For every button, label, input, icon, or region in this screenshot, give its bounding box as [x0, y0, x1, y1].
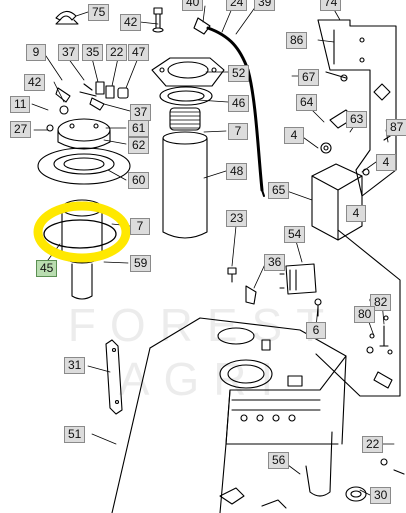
callout-64[interactable]: 64 [296, 94, 318, 111]
callout-39[interactable]: 39 [254, 0, 276, 11]
leader-lines [31, 5, 395, 496]
callout-65[interactable]: 65 [268, 182, 290, 199]
callout-59[interactable]: 59 [130, 255, 152, 272]
strap-31 [105, 339, 123, 415]
callout-37b[interactable]: 37 [130, 104, 152, 121]
fittings-left [46, 81, 129, 132]
callout-45[interactable]: 45 [36, 260, 58, 277]
bowl-gasket-part [37, 147, 131, 185]
callout-48[interactable]: 48 [226, 163, 248, 180]
callout-75[interactable]: 75 [88, 4, 110, 21]
rod-56 [305, 431, 333, 497]
stud-80-82 [366, 325, 393, 389]
callout-4b[interactable]: 4 [376, 154, 396, 171]
callout-11[interactable]: 11 [10, 96, 31, 113]
bowl-head-part [57, 118, 111, 150]
callout-87[interactable]: 87 [386, 119, 406, 136]
callout-86[interactable]: 86 [286, 32, 308, 49]
callout-36[interactable]: 36 [264, 254, 286, 271]
callout-67[interactable]: 67 [298, 69, 320, 86]
callout-42b[interactable]: 42 [24, 74, 46, 91]
solenoid-part [279, 263, 317, 295]
callout-51[interactable]: 51 [64, 426, 86, 443]
bolt-23 [227, 267, 237, 283]
callout-22b[interactable]: 22 [362, 436, 384, 453]
callout-37a[interactable]: 37 [58, 44, 80, 61]
callout-9[interactable]: 9 [26, 44, 46, 61]
filter-element-part [162, 131, 208, 239]
top-clamp-part [55, 10, 79, 25]
callout-60[interactable]: 60 [128, 172, 150, 189]
callout-54[interactable]: 54 [284, 226, 306, 243]
bottom-fittings [219, 458, 405, 509]
callout-4c[interactable]: 4 [346, 205, 366, 222]
callout-24[interactable]: 24 [226, 0, 248, 11]
tank-body-part [111, 317, 347, 513]
hose-part [193, 17, 265, 197]
callout-35[interactable]: 35 [82, 44, 104, 61]
callout-74[interactable]: 74 [320, 0, 342, 11]
filter-cover-part [151, 57, 225, 106]
callout-27[interactable]: 27 [10, 121, 32, 138]
callout-7a[interactable]: 7 [228, 123, 248, 140]
callout-6[interactable]: 6 [306, 322, 326, 339]
callout-61[interactable]: 61 [128, 120, 150, 137]
callout-47[interactable]: 47 [128, 44, 150, 61]
callout-56[interactable]: 56 [268, 452, 290, 469]
callout-31[interactable]: 31 [64, 357, 86, 374]
callout-30[interactable]: 30 [370, 487, 392, 504]
bolt-6 [314, 298, 322, 317]
filter-spring-part [169, 107, 201, 131]
top-bolt-part [152, 7, 164, 33]
valve-block-part [311, 163, 401, 397]
callout-22a[interactable]: 22 [106, 44, 128, 61]
callout-63[interactable]: 63 [346, 111, 368, 128]
bowl-cylinder-part [61, 199, 103, 300]
callout-62[interactable]: 62 [128, 137, 150, 154]
callout-23[interactable]: 23 [226, 210, 248, 227]
callout-52[interactable]: 52 [228, 65, 250, 82]
callout-40[interactable]: 40 [182, 0, 204, 11]
elbow-36 [245, 285, 257, 305]
highlighted-seal [33, 201, 131, 263]
callout-42a[interactable]: 42 [120, 14, 142, 31]
callout-46[interactable]: 46 [228, 95, 250, 112]
callout-4a[interactable]: 4 [284, 127, 304, 144]
callout-7b[interactable]: 7 [130, 218, 150, 235]
callout-80[interactable]: 80 [354, 306, 376, 323]
